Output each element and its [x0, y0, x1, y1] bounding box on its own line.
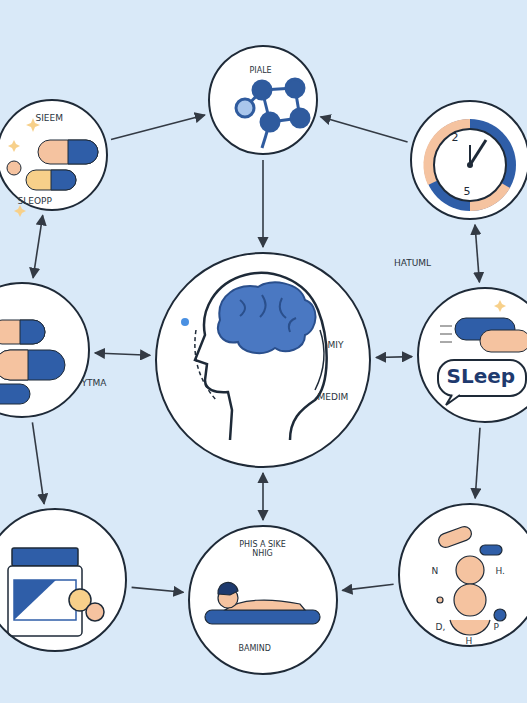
bottle-icon	[8, 548, 104, 636]
arrow-connector	[95, 353, 150, 355]
head-brain-icon	[181, 273, 327, 440]
node-text: SLeep	[447, 365, 516, 388]
pills-bubble-icon	[438, 300, 527, 405]
arrow-connector	[262, 473, 264, 520]
pills-icon	[0, 320, 65, 404]
arrow-connector	[262, 160, 264, 247]
figure-icon	[437, 525, 506, 635]
node-text: MEDIM	[318, 392, 349, 402]
arrow-connector	[475, 225, 479, 282]
node-text: P	[494, 622, 499, 632]
node-text: PHIS A SIKE NHIG	[236, 540, 290, 558]
arrow-connector	[376, 356, 412, 358]
node-text: H	[466, 636, 473, 646]
arrow-connector	[321, 117, 408, 142]
node-text: 5	[464, 186, 471, 199]
pills-icon	[7, 118, 98, 217]
node-text: SLEOPP	[18, 196, 52, 206]
node-text: D,	[436, 622, 446, 632]
arrow-connector	[475, 428, 480, 498]
sleeping-person-icon	[205, 582, 320, 624]
node-text: YTMA	[82, 378, 107, 388]
bottle-circle	[0, 508, 127, 652]
arrow-connector	[132, 587, 184, 592]
arrow-connector	[342, 584, 393, 590]
molecule-icon	[236, 79, 309, 148]
free-label: HATUML	[394, 258, 431, 268]
node-text: PIALE	[250, 66, 272, 75]
body-circle: N H. D, H P	[398, 503, 527, 647]
arrow-connector	[33, 215, 43, 277]
clock-circle: 25	[410, 100, 527, 220]
node-text: H.	[496, 566, 505, 576]
node-text: SIEEM	[36, 113, 64, 123]
pills-circle: SIEEM SLEOPP	[0, 99, 108, 211]
brain-circle: MIY MEDIM	[155, 252, 371, 468]
molecule-circle: PIALE	[208, 45, 318, 155]
node-text: N	[432, 566, 439, 576]
sleep-circle: SLeep	[417, 287, 527, 423]
arrow-connector	[32, 422, 44, 504]
clock-icon	[423, 119, 516, 211]
rest-circle: PHIS A SIKE NHIG BAMIND	[188, 525, 338, 675]
node-text: 2	[452, 132, 459, 145]
pills-circle: YTMA	[0, 282, 90, 418]
arrow-connector	[111, 115, 205, 140]
node-text: BAMIND	[239, 644, 271, 653]
node-text: MIY	[328, 340, 344, 350]
circle-grounds	[0, 45, 527, 675]
